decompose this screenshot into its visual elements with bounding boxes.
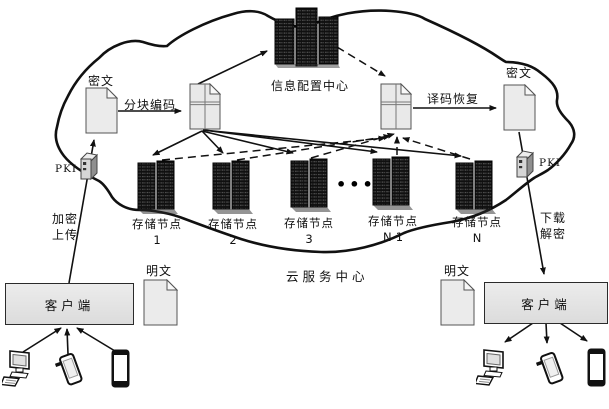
arrow-config-to-decode-doc bbox=[336, 46, 386, 77]
client-box-right: 客户端 bbox=[484, 282, 608, 324]
ciphertext-label-left: 密文 bbox=[88, 74, 115, 88]
arrow-distribute-node1 bbox=[152, 130, 203, 156]
ciphertext-document-icon-right bbox=[503, 83, 537, 131]
arrow-desktop-to-client-left bbox=[22, 327, 62, 353]
plaintext-label-left: 明文 bbox=[146, 264, 173, 278]
arrow-pda-to-client-left bbox=[64, 328, 71, 355]
storage-node-2-label: 存储节点 2 bbox=[208, 217, 258, 247]
encoded-blocks-document-icon bbox=[189, 82, 222, 130]
client-label-right: 客户端 bbox=[521, 296, 571, 312]
cloud-title: 云服务中心 bbox=[286, 269, 369, 284]
desktop-computer-icon-right bbox=[474, 348, 510, 388]
block-encode-label: 分块编码 bbox=[124, 98, 177, 112]
dashed-arrows bbox=[161, 46, 471, 161]
storage-node-1-server-icon bbox=[137, 159, 179, 215]
arrow-client-to-pda-right bbox=[543, 322, 550, 344]
arrow-distribute-node2 bbox=[201, 130, 224, 154]
plaintext-document-icon-right bbox=[440, 278, 476, 326]
download-decrypt-label: 下载 解密 bbox=[540, 211, 567, 242]
arrow-distribute-node3 bbox=[201, 130, 294, 155]
config-center-server-icon bbox=[274, 6, 340, 70]
plaintext-document-icon-left bbox=[143, 278, 179, 326]
storage-node-1-label: 存储节点 1 bbox=[132, 217, 182, 247]
smartphone-icon-left bbox=[110, 348, 132, 389]
pki-label-right: PKI bbox=[539, 157, 562, 169]
storage-node-n-label: 存储节点 N bbox=[452, 215, 502, 245]
pda-icon-left bbox=[54, 350, 86, 390]
arrow-client-to-desktop-right bbox=[504, 322, 534, 343]
pki-label-left: PKI bbox=[55, 163, 78, 175]
decode-recover-label: 译码恢复 bbox=[427, 92, 480, 106]
config-center-label: 信息配置中心 bbox=[271, 79, 350, 93]
encrypt-upload-label: 加密 上传 bbox=[52, 212, 79, 243]
desktop-computer-icon-left bbox=[0, 349, 36, 389]
arrow-node5-to-decode-doc bbox=[402, 137, 471, 160]
storage-node-3-label: 存储节点 3 bbox=[284, 216, 334, 246]
storage-node-n-server-icon bbox=[455, 159, 497, 215]
storage-node-n1-label: 存储节点 N-1 bbox=[368, 214, 418, 244]
arrow-node3-to-decode-doc bbox=[310, 132, 395, 159]
ciphertext-document-icon-left bbox=[85, 86, 119, 134]
plaintext-label-right: 明文 bbox=[444, 264, 471, 278]
storage-node-2-server-icon bbox=[212, 159, 254, 215]
arrow-to-config-center bbox=[197, 50, 268, 85]
ciphertext-label-right: 密文 bbox=[506, 66, 533, 80]
storage-node-ellipsis: ••• bbox=[336, 175, 376, 194]
storage-node-n1-server-icon bbox=[372, 155, 414, 211]
received-blocks-document-icon bbox=[380, 82, 413, 130]
arrow-phone-to-client-left bbox=[76, 327, 116, 352]
pki-token-icon-left bbox=[76, 150, 102, 182]
arrow-node1-to-decode-doc bbox=[161, 135, 386, 161]
pda-icon-right bbox=[535, 349, 567, 389]
pki-token-icon-right bbox=[512, 148, 538, 180]
storage-node-3-server-icon bbox=[290, 157, 332, 213]
arrow-client-to-phone-right bbox=[559, 322, 588, 342]
client-label-left: 客户端 bbox=[44, 297, 95, 313]
client-box-left: 客户端 bbox=[5, 283, 134, 325]
smartphone-icon-right bbox=[586, 347, 608, 388]
